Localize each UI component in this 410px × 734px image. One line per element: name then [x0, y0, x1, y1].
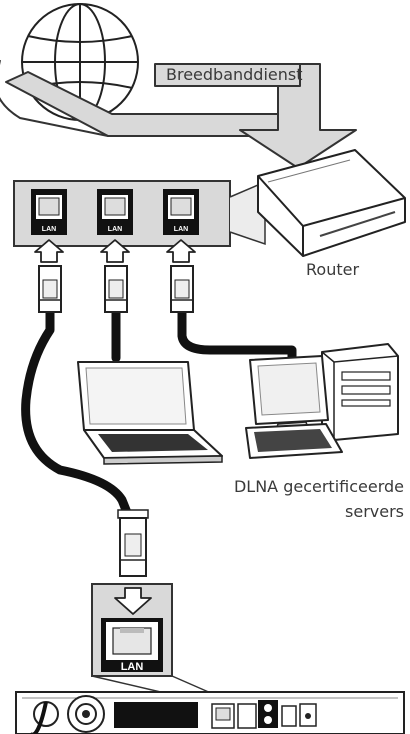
lan-port-1: LAN [31, 189, 67, 235]
broadband-to-router-arrow [239, 63, 357, 169]
lan-port-2-label: LAN [108, 226, 122, 233]
network-cables [21, 307, 297, 525]
lan-port-1-label: LAN [42, 226, 56, 233]
lan-port-3: LAN [163, 189, 199, 235]
lan-big-label: LAN [121, 661, 144, 673]
broadband-connection-band [0, 60, 301, 137]
upload-arrows [34, 239, 196, 263]
player-rear-panel [15, 691, 405, 734]
router-icon [257, 149, 406, 257]
cable-plug-1 [38, 265, 62, 313]
dlna-label-line2: servers [345, 502, 404, 521]
broadband-label: Breedbanddienst [166, 65, 303, 84]
desktop-computer-icon [245, 343, 399, 459]
cable-plug-2 [104, 265, 128, 313]
player-cable-plug [117, 509, 149, 577]
dlna-label-line1: DLNA gecertificeerde [234, 477, 404, 496]
lan-port-2: LAN [97, 189, 133, 235]
lan-port-3-label: LAN [174, 226, 188, 233]
cable-plug-3 [170, 265, 194, 313]
laptop-icon [77, 361, 223, 465]
lan-port-zoom-panel: LAN [91, 583, 173, 677]
router-label: Router [306, 260, 359, 279]
